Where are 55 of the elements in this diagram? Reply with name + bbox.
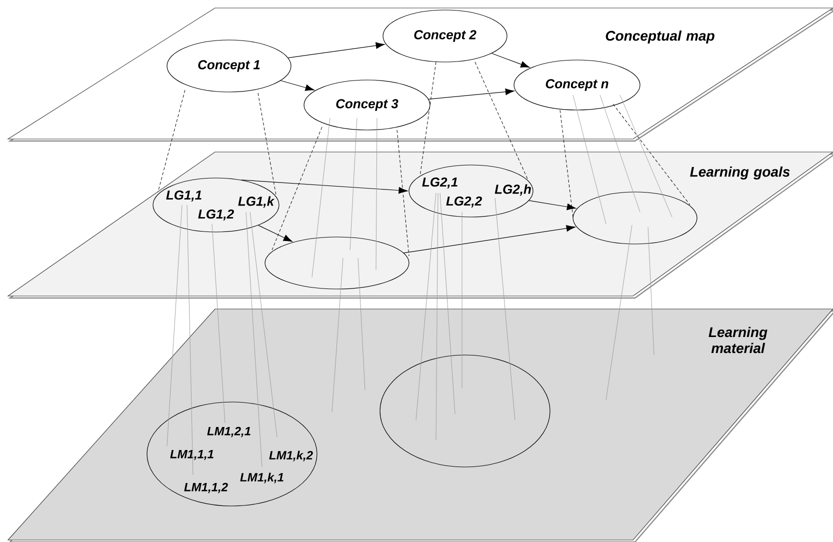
projection-line <box>358 258 366 390</box>
ellipse-label: LG1,1 <box>166 190 202 202</box>
arrow <box>280 80 314 91</box>
projection-line <box>258 92 276 196</box>
plane-title: Conceptual map <box>606 30 714 44</box>
projection-line <box>420 62 436 176</box>
ellipse-label: LG2,h <box>494 184 531 196</box>
ellipse-label: LG2,1 <box>422 177 458 189</box>
projection-line <box>436 192 438 440</box>
projection-line <box>612 104 690 206</box>
ellipse-label: LG2,2 <box>446 196 482 208</box>
ellipse-label: LM1,1,2 <box>184 482 228 494</box>
ellipse-group <box>408 164 534 218</box>
projection-line <box>186 204 194 476</box>
plane-title: Learning goals <box>690 166 790 180</box>
ellipse-label: LG1,k <box>238 196 275 208</box>
arrow <box>528 200 576 210</box>
projection-line <box>440 192 456 414</box>
ellipse-label: LM1,2,1 <box>207 426 250 438</box>
projection-line <box>620 94 672 218</box>
ellipse-label: LM1,k,1 <box>240 472 284 484</box>
arrow <box>258 225 292 242</box>
projection-line <box>350 118 358 250</box>
projection-line <box>648 226 654 356</box>
projection-line <box>332 258 344 412</box>
projection-line <box>166 204 182 446</box>
arrow <box>240 180 408 194</box>
projection-line <box>474 62 528 180</box>
projection-line <box>312 118 330 278</box>
plane-title: Learning material <box>708 326 768 354</box>
projection-line <box>600 94 640 212</box>
ellipse-group <box>146 402 318 506</box>
projection-line <box>494 198 516 420</box>
projection-line <box>246 212 262 468</box>
projection-line <box>376 118 378 270</box>
arrow <box>403 225 576 254</box>
projection-line <box>416 192 436 420</box>
empty-ellipse <box>264 236 410 290</box>
empty-ellipse <box>380 354 550 468</box>
projection-line <box>272 126 322 250</box>
arrow <box>428 88 514 100</box>
projection-line <box>572 94 606 224</box>
arrow <box>288 42 385 58</box>
ellipse-group <box>152 178 280 232</box>
empty-ellipse <box>572 192 698 244</box>
arrow <box>492 53 530 68</box>
projection-line <box>560 110 574 218</box>
projection-line <box>212 224 226 424</box>
projection-line <box>606 224 632 400</box>
projection-line <box>250 212 278 438</box>
ellipse-label: LM1,k,2 <box>269 450 313 462</box>
projection-line <box>158 90 186 192</box>
ellipse-label: LG1,2 <box>198 209 234 221</box>
ellipse-label: LM1,1,1 <box>170 450 214 460</box>
projection-line <box>396 130 410 256</box>
